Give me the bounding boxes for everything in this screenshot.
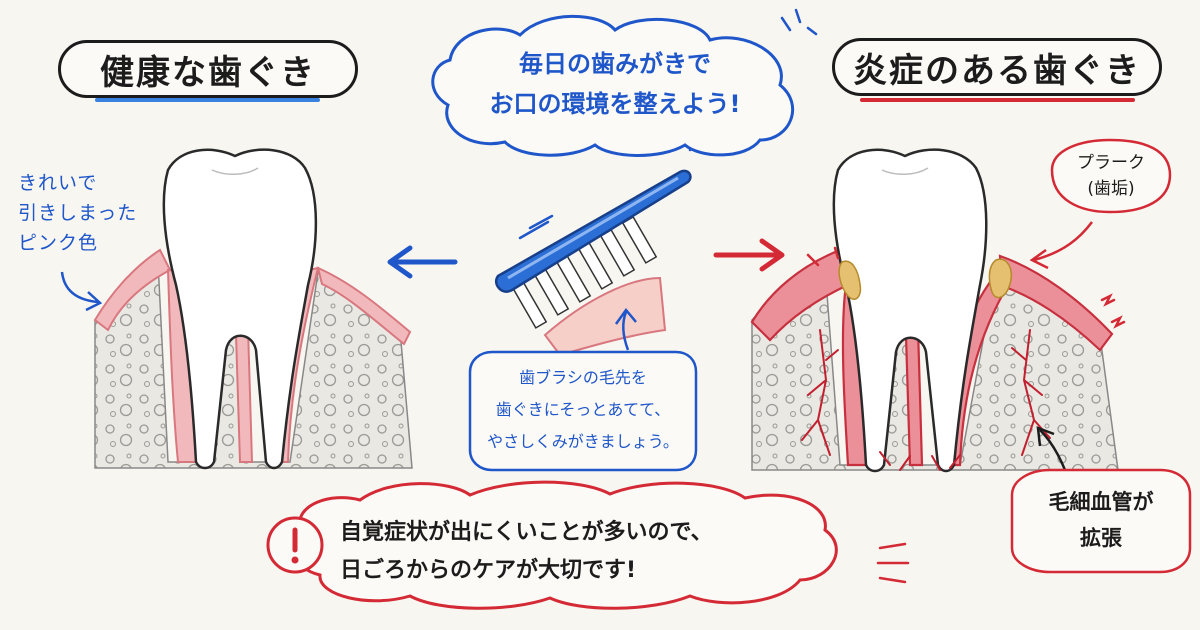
top-bubble-line: 毎日の歯みがきで bbox=[519, 50, 711, 78]
healthy-title-pill: 健康な歯ぐき bbox=[58, 40, 358, 98]
plaque-label-line: プラーク bbox=[1077, 153, 1145, 173]
irritation-marks bbox=[806, 246, 1126, 329]
brush-gum bbox=[543, 276, 667, 357]
inflamed-gum-illustration bbox=[750, 148, 1126, 491]
warning-cloud-bubble bbox=[290, 480, 838, 610]
warning-text: 自覚症状が出にくいことが多いので、 日ごろからのケアが大切です! bbox=[340, 514, 820, 590]
capillary-label: 毛細血管が 拡張 bbox=[1016, 484, 1186, 556]
healthy-note-line: ピンク色 bbox=[18, 232, 99, 254]
capillary-bubble bbox=[1010, 468, 1192, 574]
top-bubble-text: 毎日の歯みがきで お口の環境を整えよう! bbox=[450, 44, 780, 124]
healthy-note-line: 引きしまった bbox=[18, 202, 138, 224]
plaque-deposits bbox=[838, 258, 1012, 300]
plaque-bubble bbox=[1050, 138, 1172, 214]
capillary-vessels bbox=[801, 329, 1051, 471]
blue-left-arrow bbox=[387, 245, 458, 279]
capillary-label-line: 毛細血管が bbox=[1048, 490, 1154, 514]
brush-handle bbox=[495, 169, 692, 293]
brush-tip-text: 歯ブラシの毛先を 歯ぐきにそっとあてて、 やさしくみがきましょう。 bbox=[474, 362, 692, 458]
top-cloud-bubble bbox=[431, 14, 795, 157]
healthy-note: きれいで 引きしまった ピンク色 bbox=[18, 168, 137, 258]
healthy-title: 健康な歯ぐき bbox=[100, 52, 316, 93]
healthy-note-line: きれいで bbox=[18, 172, 98, 194]
inflamed-title-underline bbox=[860, 98, 1135, 102]
plaque-label: プラーク (歯垢) bbox=[1056, 150, 1166, 202]
inflamed-tooth bbox=[832, 148, 988, 473]
capillary-label-line: 拡張 bbox=[1080, 526, 1122, 550]
warning-line: 自覚症状が出にくいことが多いので、 bbox=[340, 520, 713, 545]
healthy-title-underline bbox=[95, 98, 320, 102]
toothbrush-illustration bbox=[495, 138, 708, 357]
red-right-arrow bbox=[713, 238, 785, 272]
brush-tip-bubble bbox=[468, 350, 698, 472]
top-bubble-line: お口の環境を整えよう! bbox=[489, 90, 741, 118]
exclamation-icon bbox=[266, 516, 324, 574]
brush-tip-line: 歯ブラシの毛先を bbox=[519, 368, 647, 387]
plaque-label-line: (歯垢) bbox=[1087, 179, 1135, 199]
healthy-note-arrow bbox=[60, 271, 99, 304]
warning-line: 日ごろからのケアが大切です! bbox=[340, 558, 637, 583]
healthy-tooth bbox=[162, 148, 318, 470]
inflamed-title-pill: 炎症のある歯ぐき bbox=[832, 38, 1162, 96]
inflamed-title: 炎症のある歯ぐき bbox=[853, 50, 1141, 91]
healthy-gum-illustration bbox=[60, 148, 413, 470]
brush-tip-line: やさしくみがきましょう。 bbox=[487, 432, 679, 451]
brush-tip-line: 歯ぐきにそっとあてて、 bbox=[495, 400, 671, 419]
